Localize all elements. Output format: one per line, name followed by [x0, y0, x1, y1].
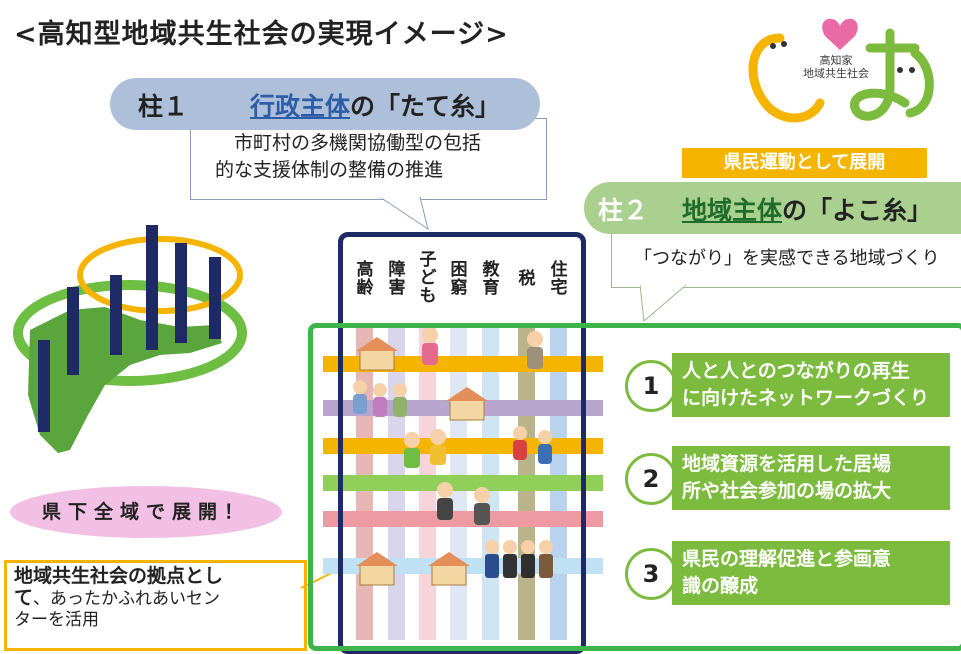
center-note-line2: ターを活用 — [14, 610, 99, 630]
pillar1-callout-tail — [380, 197, 429, 231]
pillar2-label: 柱２ — [598, 196, 649, 225]
prefecture-wide-oval — [10, 486, 282, 538]
pillar1-description: 市町村の多機関協働型の包括 的な支援体制の整備の推進 — [215, 130, 535, 184]
column-char: 窮 — [450, 278, 468, 298]
house-icon — [446, 387, 488, 421]
orange-ring — [77, 236, 243, 314]
kochi-logo — [748, 18, 934, 123]
horizontal-thread — [323, 511, 603, 527]
action-item-3-line2: 識の醸成 — [682, 575, 759, 597]
prefecture-wide-label: 県下全域で展開！ — [41, 501, 250, 523]
column-header-elderly: 高齢 — [355, 261, 375, 297]
action-item-1-line1: 人と人とのつながりの再生 — [682, 360, 910, 382]
bar — [110, 275, 122, 355]
column-header-tax: 税 — [517, 270, 537, 288]
column-char: 教 — [482, 260, 500, 280]
center-note-line1: 、あったかふれあいセン — [33, 589, 221, 609]
person-icon — [503, 540, 517, 578]
column-char: 税 — [518, 269, 536, 289]
campaign-banner: 県民運動として展開 — [682, 148, 927, 178]
person-icon — [527, 331, 543, 369]
column-char: 育 — [482, 278, 500, 298]
action-number-3: 3 — [625, 548, 677, 600]
person-icon — [393, 383, 407, 417]
pillar1-description-line2: 的な支援体制の整備の推進 — [215, 159, 444, 181]
person-icon — [474, 487, 490, 525]
green-ring — [13, 280, 247, 386]
column-char: 住 — [550, 260, 568, 280]
logo-text: 高知家 地域共生社会 — [781, 54, 891, 80]
person-icon — [513, 426, 527, 460]
person-icon — [485, 540, 499, 578]
person-icon — [353, 380, 367, 414]
column-char: 害 — [388, 278, 406, 298]
house-icon — [356, 552, 398, 586]
pillar1-tab — [110, 78, 540, 130]
column-char: 齢 — [356, 278, 374, 298]
action-item-2-line1: 地域資源を活用した居場 — [682, 453, 892, 475]
logo-text-line1: 高知家 — [819, 54, 853, 67]
pillar1-description-line1: 市町村の多機関協働型の包括 — [234, 132, 482, 154]
action-item-3-line1: 県民の理解促進と参画意 — [682, 548, 892, 570]
house-icon — [428, 552, 470, 586]
horizontal-thread — [323, 438, 603, 454]
pillar1-label: 柱１ — [138, 92, 189, 121]
column-char: 困 — [450, 260, 468, 280]
kochi-map-illustration — [13, 225, 247, 453]
person-icon — [539, 540, 553, 578]
bar — [175, 243, 187, 343]
person-icon — [521, 540, 535, 578]
column-char: 高 — [356, 260, 374, 280]
pillar1-title-rest: の「たて糸」 — [350, 92, 501, 121]
pillar2-title-rest: の「よこ糸」 — [782, 196, 933, 225]
pillar2-callout-tail — [640, 285, 687, 322]
column-header-disability: 障害 — [387, 261, 407, 297]
vertical-thread-frame — [338, 232, 586, 654]
pillar2-description: 「つながり」を実感できる地域づくり — [634, 248, 940, 269]
center-note-bold: 地域共生社会の拠点とし — [14, 565, 224, 587]
person-icon — [373, 383, 387, 417]
column-char: も — [419, 286, 437, 306]
person-icon — [430, 429, 446, 465]
column-char: 子 — [419, 250, 437, 270]
column-char: 障 — [388, 260, 406, 280]
person-icon — [437, 482, 453, 520]
center-note: 地域共生社会の拠点とし て、あったかふれあいセン ターを活用 — [14, 566, 299, 631]
bar — [209, 257, 221, 339]
pillar1-title: 行政主体の「たて糸」 — [250, 87, 500, 123]
center-note-box — [4, 560, 307, 651]
action-item-2: 地域資源を活用した居場 所や社会参加の場の拡大 — [672, 446, 950, 510]
bar — [38, 340, 50, 432]
bar — [146, 225, 158, 350]
horizontal-thread-frame — [308, 323, 961, 651]
column-header-poverty: 困窮 — [449, 261, 469, 297]
action-number-2: 2 — [625, 453, 677, 505]
action-item-1: 人と人とのつながりの再生 に向けたネットワークづくり — [672, 353, 950, 417]
pillar2-title: 地域主体の「よこ糸」 — [682, 191, 932, 227]
person-icon — [538, 430, 552, 464]
people-and-houses-illustration — [353, 327, 553, 586]
column-header-education: 教育 — [481, 261, 501, 297]
horizontal-thread — [323, 475, 603, 491]
person-icon — [422, 327, 438, 365]
action-item-2-line2: 所や社会参加の場の拡大 — [682, 480, 892, 502]
action-item-3: 県民の理解促進と参画意 識の醸成 — [672, 541, 950, 605]
person-icon — [404, 432, 420, 468]
column-header-children: 子ども — [418, 251, 438, 305]
page-title: <高知型地域共生社会の実現イメージ> — [14, 19, 509, 50]
pillar2-title-main: 地域主体 — [682, 196, 783, 225]
bar — [67, 287, 79, 375]
house-icon — [356, 337, 398, 371]
pillar2-tab — [584, 182, 961, 234]
column-char: ど — [419, 268, 437, 288]
column-char: 宅 — [550, 278, 568, 298]
center-note-bold-char: て — [14, 587, 34, 609]
action-item-1-line2: に向けたネットワークづくり — [682, 387, 930, 409]
pillar1-title-main: 行政主体 — [250, 92, 351, 121]
action-number-1: 1 — [625, 360, 677, 412]
column-header-housing: 住宅 — [549, 261, 569, 297]
logo-text-line2: 地域共生社会 — [803, 67, 869, 80]
